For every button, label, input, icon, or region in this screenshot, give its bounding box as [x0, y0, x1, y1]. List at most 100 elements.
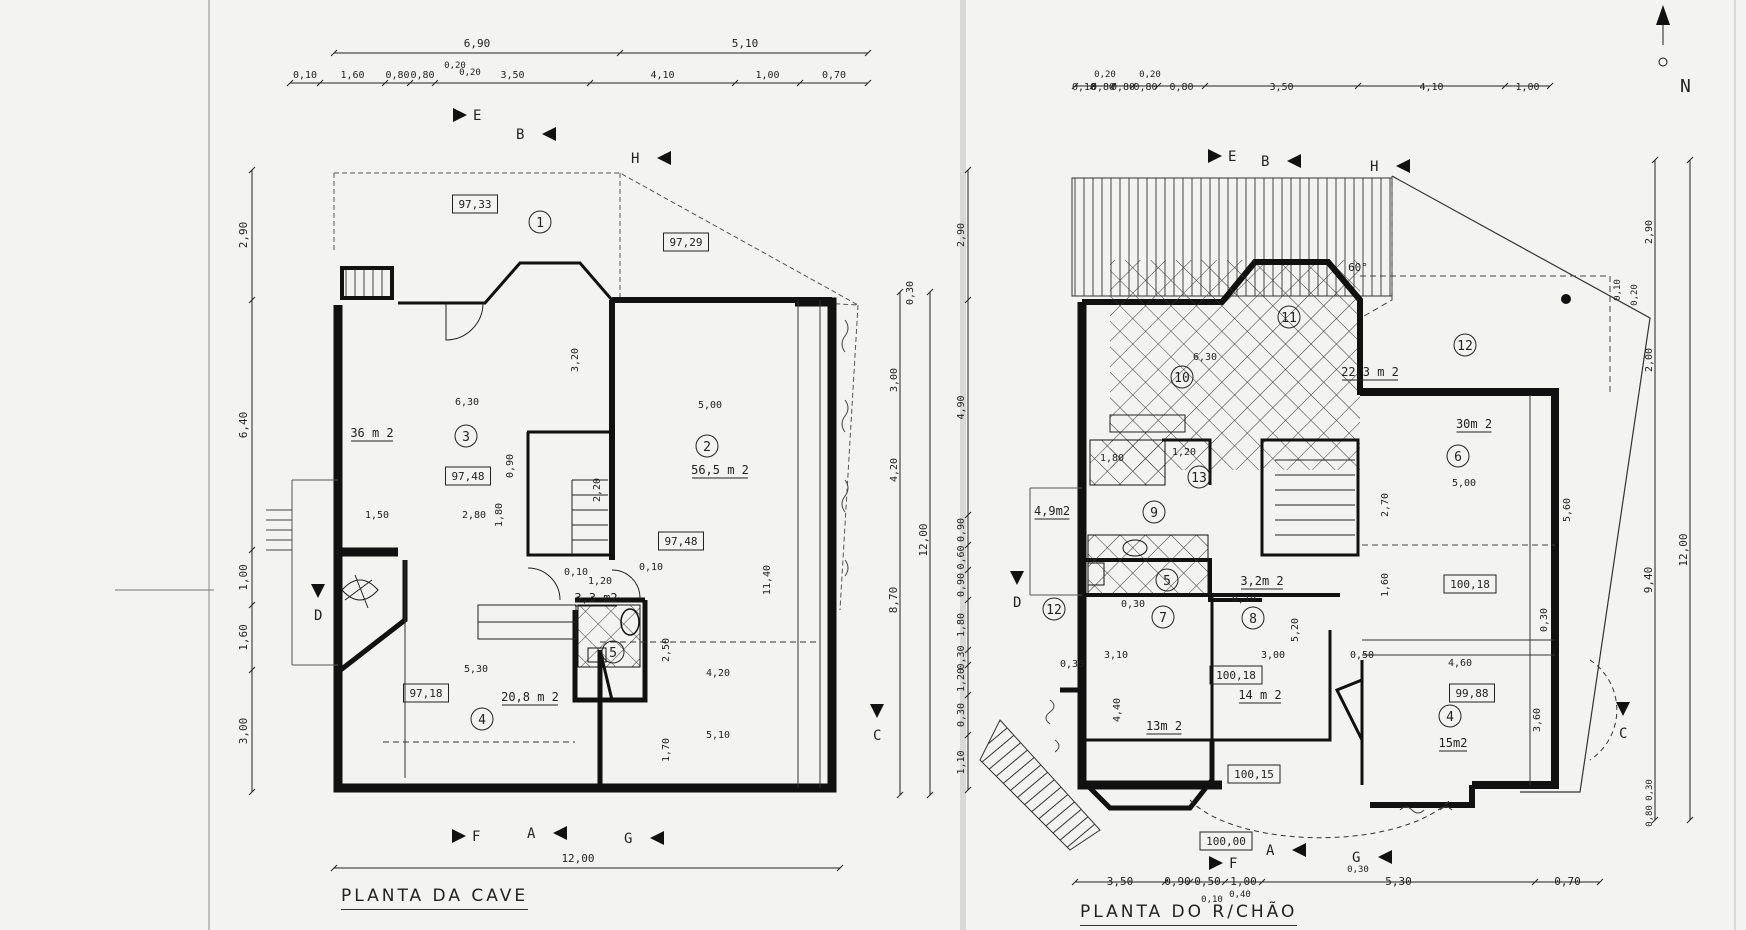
- room-area: 13m 2: [1146, 719, 1182, 733]
- dimension-label: 1,00: [1515, 82, 1539, 93]
- dimension-label: 0,90: [505, 454, 516, 478]
- dimension-label: 0,80: [385, 70, 409, 81]
- dimension-tick: [1129, 82, 1137, 90]
- rchao-plan: [979, 175, 1651, 851]
- dimension-tick: [616, 49, 624, 57]
- level-label: 97,29: [669, 236, 702, 249]
- dimension-label: 4,40: [1112, 698, 1123, 722]
- room-area: 22,3 m 2: [1341, 365, 1399, 379]
- dimension-tick: [1354, 82, 1362, 90]
- room-area: 14 m 2: [1238, 688, 1281, 702]
- level-box: [658, 531, 704, 551]
- room-area: 3,3 m2: [574, 591, 617, 605]
- section-letter: D: [314, 608, 322, 624]
- dimension-tick: [1546, 82, 1554, 90]
- dimension-label: 3,10: [1104, 650, 1128, 661]
- dimension-label: 0,10: [639, 562, 663, 573]
- dimension-label: 6,90: [464, 37, 491, 50]
- dimension-tick: [431, 79, 439, 87]
- dimension-label: 0,30: [1347, 865, 1369, 875]
- room-number: 11: [1281, 311, 1297, 326]
- dimension-label: 0,10: [1072, 82, 1096, 93]
- dimension-label: 12,00: [561, 852, 594, 865]
- room-number: 12: [1457, 339, 1473, 354]
- rchao-entrance-steps: [979, 719, 1101, 851]
- dimension-tick: [796, 79, 804, 87]
- dimension-label: 1,70: [661, 738, 672, 762]
- dimension-tick: [248, 601, 256, 609]
- dimension-label: 5,20: [1290, 618, 1301, 642]
- dimension-label: 0,90: [956, 573, 967, 597]
- north-arrow-icon: [1656, 5, 1670, 25]
- dimension-label: 0,30: [1539, 608, 1550, 632]
- room-number: 7: [1159, 611, 1167, 626]
- dimension-tick: [586, 79, 594, 87]
- dimension-tick: [1186, 878, 1194, 886]
- dimension-label: 0,80: [1111, 82, 1135, 93]
- cave-chimney: [340, 266, 394, 300]
- room-number-circle: [1170, 365, 1194, 389]
- room-number: 13: [1191, 471, 1207, 486]
- section-arrow: [452, 829, 466, 843]
- dimension-label: 11,40: [762, 565, 773, 595]
- room-number: 12: [1046, 603, 1062, 618]
- dimension-label: 6,30: [1193, 352, 1217, 363]
- room-area: 4,9m2: [1034, 504, 1070, 518]
- room-number-circle: [1155, 568, 1179, 592]
- dimension-label: 3,00: [1261, 650, 1285, 661]
- room-number: 5: [1163, 574, 1171, 589]
- dimension-label: 4,10: [650, 70, 674, 81]
- dimension-label: 5,10: [706, 730, 730, 741]
- cave-terrace-outline: [334, 172, 859, 306]
- dimension-tick: [1531, 878, 1539, 886]
- dimension-tick: [248, 666, 256, 674]
- dimension-label: 0,50: [1194, 875, 1221, 888]
- dimension-label: 4,10: [1419, 82, 1443, 93]
- level-label: 97,48: [664, 535, 697, 548]
- room-number-circle: [1446, 444, 1470, 468]
- dimension-tick: [1071, 82, 1079, 90]
- dimension-label: 0,30: [956, 703, 967, 727]
- dimension-label: 2,70: [1380, 493, 1391, 517]
- dimension-label: 0,30: [1060, 659, 1084, 670]
- cave-plan-title: PLANTA DA CAVE: [341, 886, 529, 910]
- dimension-tick: [964, 786, 972, 794]
- section-letter: D: [1013, 595, 1021, 611]
- room-number: 2: [703, 440, 711, 455]
- room-number-circle: [1438, 704, 1462, 728]
- dimension-tick: [864, 79, 872, 87]
- room-number-circle: [528, 210, 552, 234]
- dimension-tick: [248, 788, 256, 796]
- dimension-label: 0,90: [1164, 875, 1191, 888]
- section-arrow: [1287, 154, 1301, 168]
- dimension-label: 0,80: [410, 70, 434, 81]
- dimension-label: 0,10: [1613, 279, 1623, 301]
- dimension-label: 4,20: [889, 458, 900, 482]
- dimension-label: 2,90: [956, 223, 967, 247]
- section-arrow: [650, 831, 664, 845]
- dimension-label: 0,80: [1169, 82, 1193, 93]
- dimension-label: 0,30: [956, 645, 967, 669]
- dimension-tick: [406, 79, 414, 87]
- room-number-circle: [1277, 305, 1301, 329]
- dimension-tick: [964, 566, 972, 574]
- section-letter: A: [1266, 843, 1275, 859]
- dimension-label: 0,20: [444, 61, 466, 71]
- dimension-tick: [316, 79, 324, 87]
- room-number-circle: [470, 707, 494, 731]
- level-label: 100,00: [1206, 835, 1246, 848]
- level-box: [1199, 831, 1253, 851]
- angle-label: 60°: [1348, 261, 1368, 274]
- dimension-label: 5,60: [1562, 498, 1573, 522]
- dimension-label: 12,00: [917, 523, 930, 556]
- dimension-tick: [381, 79, 389, 87]
- dimension-label: 0,70: [1554, 875, 1581, 888]
- section-letter: F: [472, 829, 480, 845]
- dimension-tick: [964, 731, 972, 739]
- dimension-tick: [1109, 82, 1117, 90]
- rchao-plan-title: PLANTA DO R/CHÃO: [1080, 902, 1298, 926]
- dimension-label: 0,10: [1201, 895, 1223, 905]
- level-label: 100,18: [1450, 578, 1490, 591]
- dimension-tick: [964, 646, 972, 654]
